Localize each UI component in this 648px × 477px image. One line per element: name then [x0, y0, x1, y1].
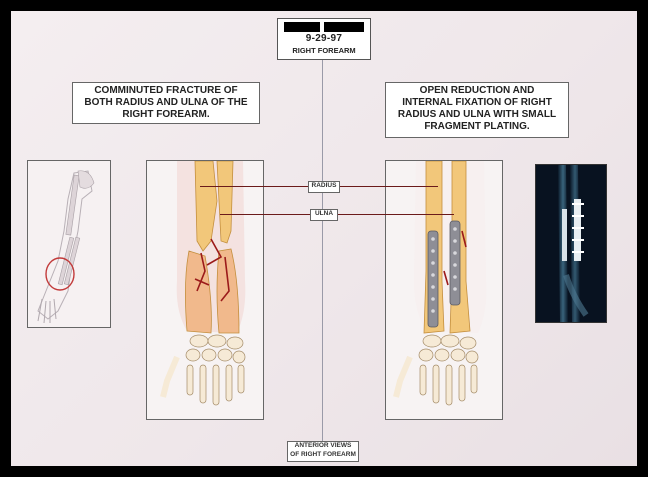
ulna-leader-right — [336, 214, 454, 215]
postoperative-xray-image — [535, 164, 607, 323]
caption-line: OPEN REDUCTION AND — [419, 85, 535, 96]
label-ulna: ULNA — [310, 209, 338, 221]
caption-fixation: OPEN REDUCTION AND INTERNAL FIXATION OF … — [385, 82, 569, 138]
header-date: 9-29-97 — [305, 33, 343, 44]
plated-forearm-illustration — [385, 160, 503, 420]
label-radius: RADIUS — [308, 181, 340, 193]
caption-line: RIGHT FOREARM. — [122, 109, 210, 120]
header-box: 9-29-97 RIGHT FOREARM — [277, 18, 371, 60]
header-subtitle: RIGHT FOREARM — [292, 46, 356, 55]
caption-line: COMMINUTED FRACTURE OF — [94, 85, 238, 96]
redaction-bar — [324, 22, 364, 32]
center-divider — [322, 52, 323, 447]
radius-leader-right — [338, 186, 438, 187]
caption-line: BOTH RADIUS AND ULNA OF THE — [84, 97, 248, 108]
fractured-forearm-illustration — [146, 160, 264, 420]
footer-caption: ANTERIOR VIEWS OF RIGHT FOREARM — [287, 441, 359, 462]
caption-fracture: COMMINUTED FRACTURE OF BOTH RADIUS AND U… — [72, 82, 260, 124]
footer-line: OF RIGHT FOREARM — [290, 450, 356, 458]
ulna-leader-left — [220, 214, 310, 215]
redaction-bar — [284, 22, 320, 32]
footer-line: ANTERIOR VIEWS — [294, 442, 352, 449]
caption-line: FRAGMENT PLATING. — [424, 121, 530, 132]
caption-line: RADIUS AND ULNA WITH SMALL — [397, 109, 557, 120]
full-arm-sketch-icon — [27, 160, 111, 328]
caption-line: INTERNAL FIXATION OF RIGHT — [402, 97, 552, 108]
radius-leader-left — [200, 186, 308, 187]
